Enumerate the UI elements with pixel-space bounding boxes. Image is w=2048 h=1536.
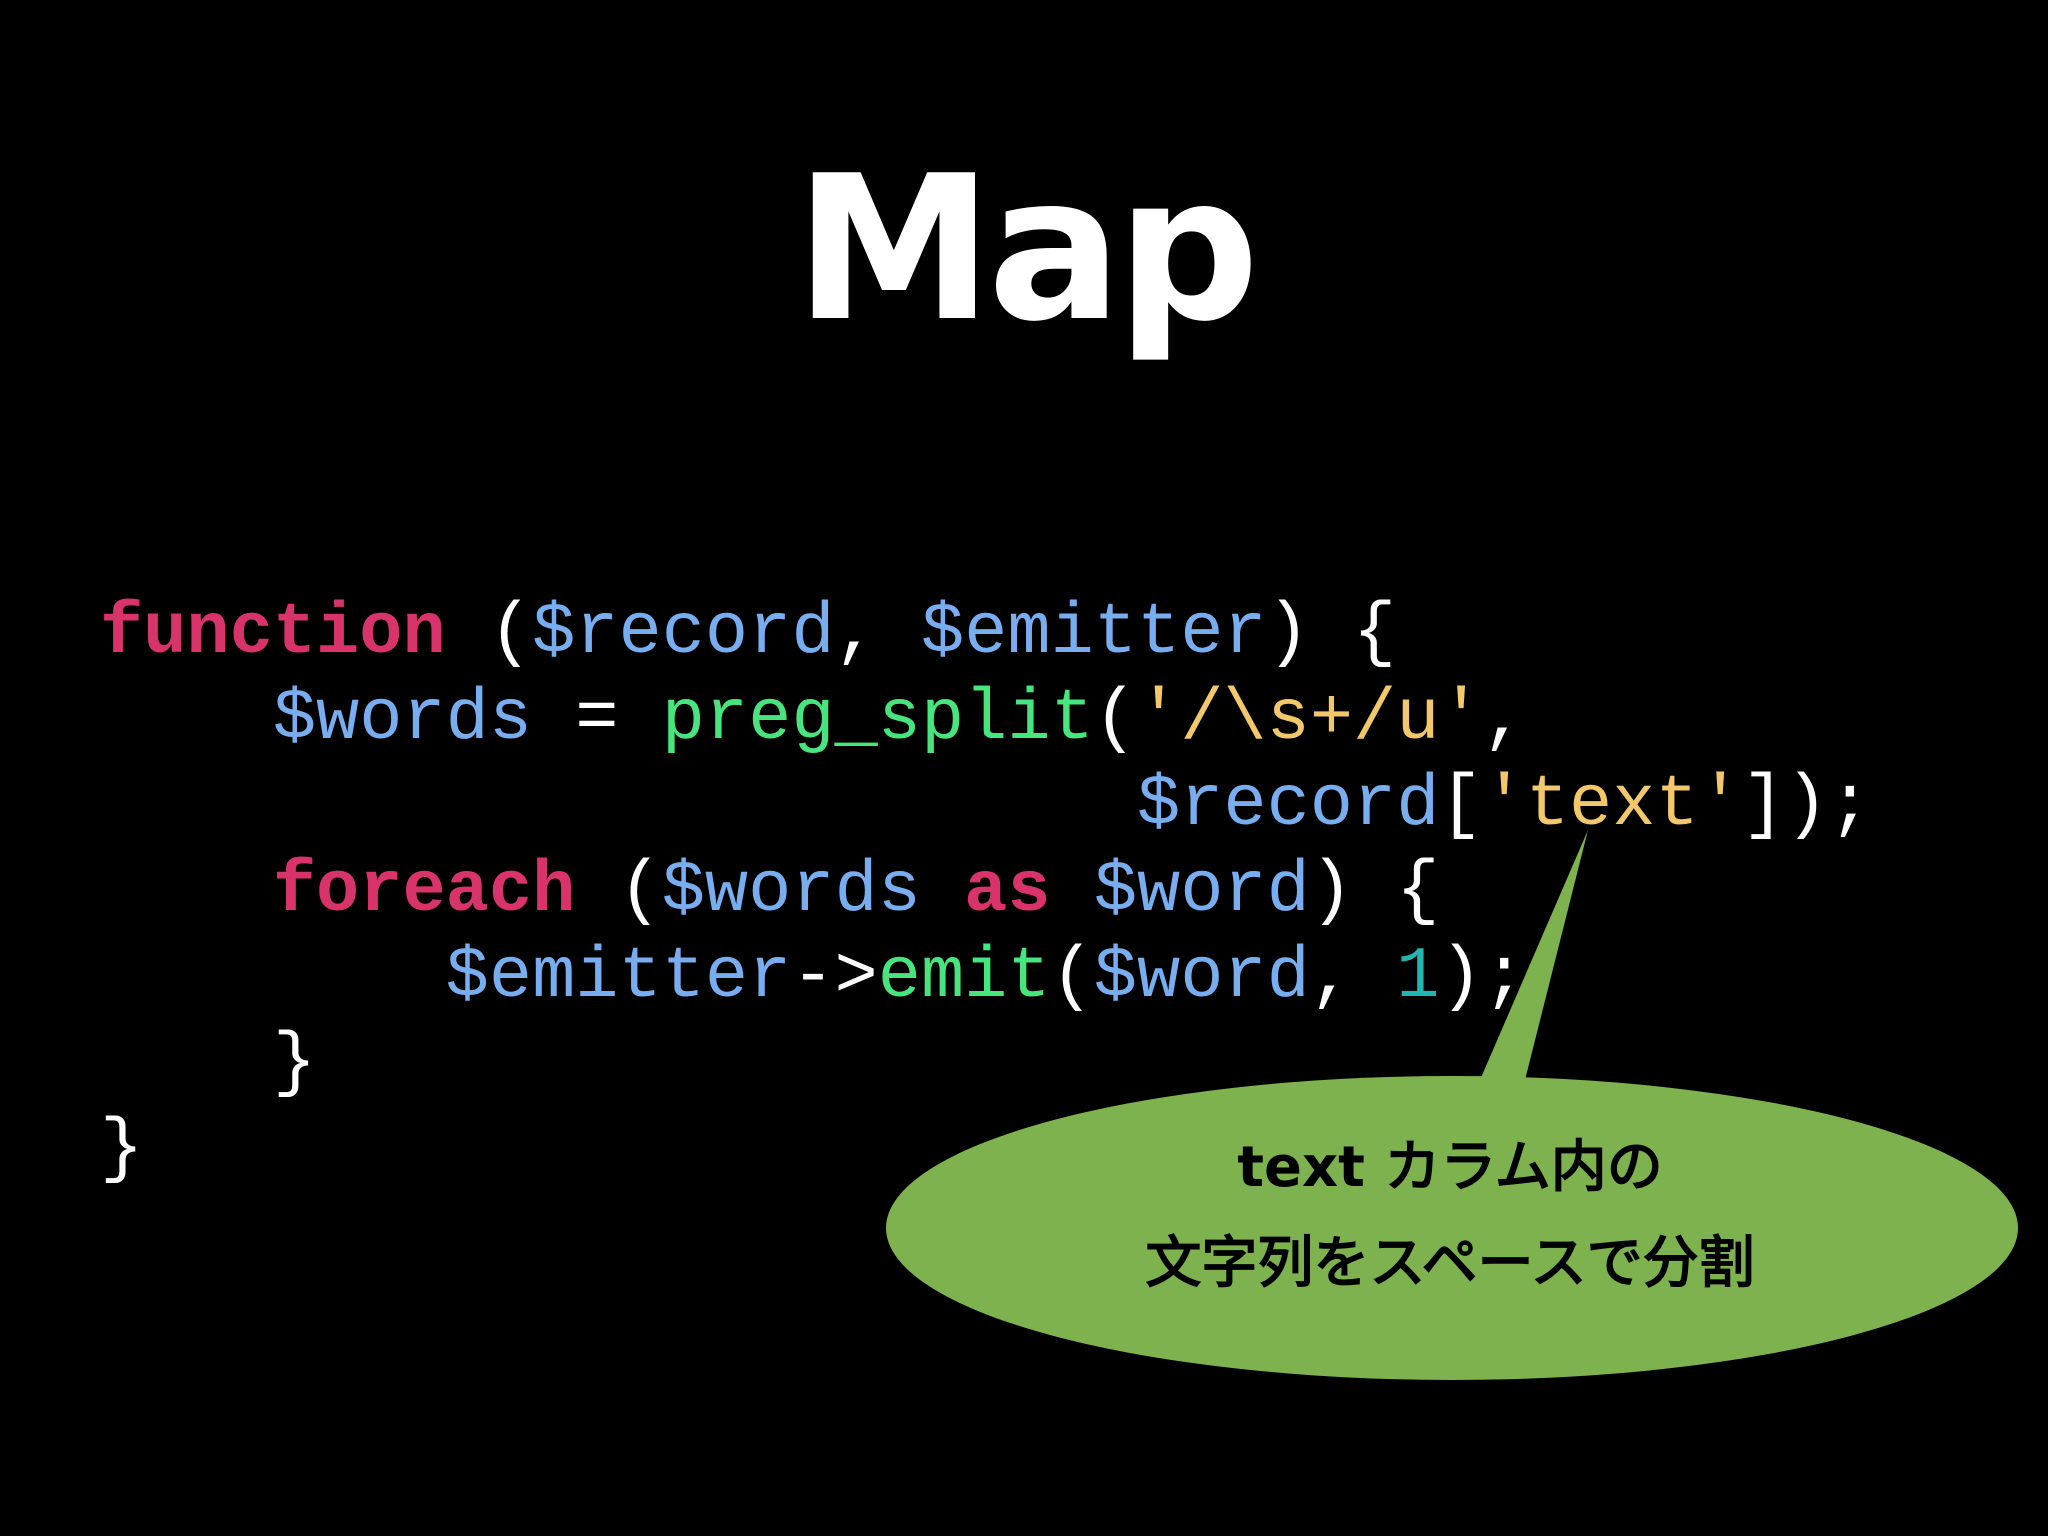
indent xyxy=(100,936,446,1018)
function-preg-split: preg_split xyxy=(661,678,1094,760)
punctuation: ( xyxy=(1050,936,1094,1018)
code-line-5: $emitter->emit($word, 1); xyxy=(100,934,1872,1020)
number-literal: 1 xyxy=(1396,936,1440,1018)
variable-word: $word xyxy=(1093,936,1310,1018)
punctuation: ]); xyxy=(1741,764,1872,846)
code-line-6: } xyxy=(100,1020,1872,1106)
punctuation: , xyxy=(1309,936,1397,1018)
punctuation: [ xyxy=(1439,764,1483,846)
punctuation: ( xyxy=(575,850,662,932)
string-regex: '/\s+/u' xyxy=(1137,678,1483,760)
code-line-4: foreach ($words as $word) { xyxy=(100,848,1872,934)
punctuation: , xyxy=(834,592,921,674)
punctuation: ) { xyxy=(1266,592,1397,674)
operator-arrow: -> xyxy=(791,936,878,1018)
function-emit: emit xyxy=(877,936,1051,1018)
space xyxy=(921,850,964,932)
code-line-2: $words = preg_split('/\s+/u', xyxy=(100,676,1872,762)
code-line-1: function ($record, $emitter) { xyxy=(100,590,1872,676)
keyword-function: function xyxy=(100,592,446,674)
variable-words: $words xyxy=(661,850,921,932)
punctuation: ( xyxy=(1093,678,1137,760)
indent xyxy=(100,678,273,760)
variable-emitter: $emitter xyxy=(920,592,1267,674)
space xyxy=(1051,850,1094,932)
variable-record: $record xyxy=(532,592,835,674)
closing-brace: } xyxy=(272,1022,317,1104)
callout-text: text カラム内の 文字列をスペースで分割 xyxy=(880,1120,2020,1312)
keyword-as: as xyxy=(964,850,1051,932)
variable-emitter: $emitter xyxy=(445,936,792,1018)
punctuation: ) { xyxy=(1309,850,1440,932)
callout-text-line-2: 文字列をスペースで分割 xyxy=(1145,1231,1755,1296)
closing-brace: } xyxy=(100,1108,144,1190)
indent xyxy=(100,764,1137,846)
callout-text-line-1: text カラム内の xyxy=(1237,1135,1663,1200)
code-line-3: $record['text']); xyxy=(100,762,1872,848)
variable-record: $record xyxy=(1136,764,1440,846)
indent xyxy=(100,850,273,932)
keyword-foreach: foreach xyxy=(272,850,576,932)
punctuation: ( xyxy=(445,592,533,674)
code-block: function ($record, $emitter) { $words = … xyxy=(100,590,1872,1192)
code-line-7: } xyxy=(100,1106,1872,1192)
operator-assign: = xyxy=(532,678,662,760)
variable-word: $word xyxy=(1093,850,1310,932)
slide-title: Map xyxy=(794,133,1259,366)
string-text-key: 'text' xyxy=(1482,764,1742,846)
indent xyxy=(100,1022,273,1104)
punctuation: , xyxy=(1482,678,1526,760)
punctuation: ); xyxy=(1439,936,1526,1018)
variable-words: $words xyxy=(272,678,533,760)
